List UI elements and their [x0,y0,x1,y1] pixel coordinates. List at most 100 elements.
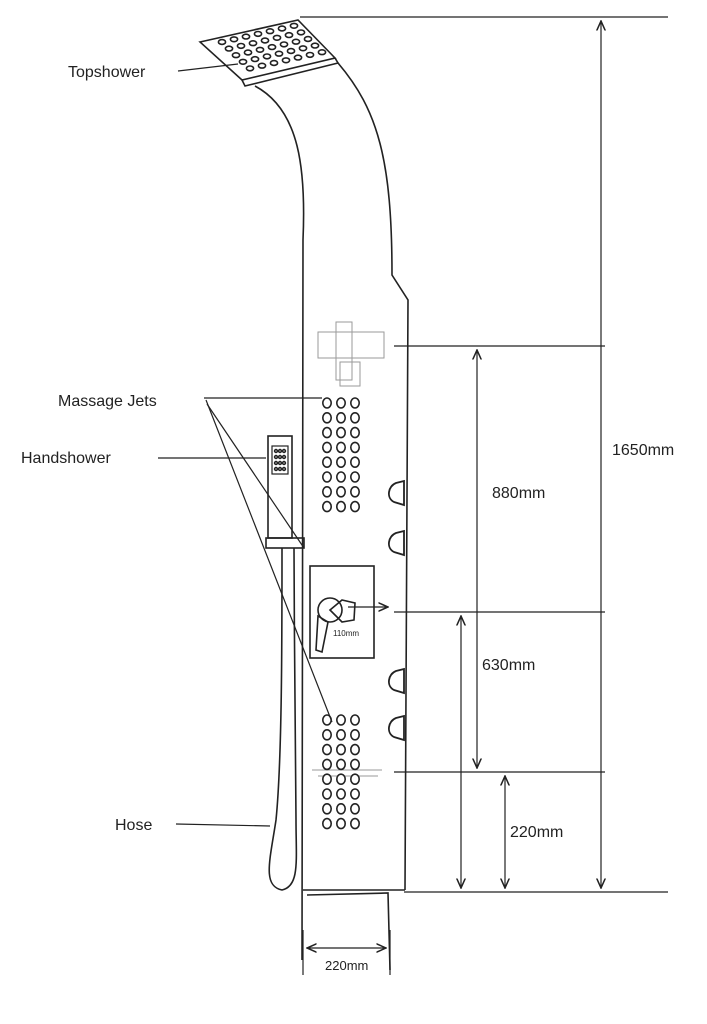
jet-nozzle [349,817,360,830]
topshower-nozzle [267,43,277,51]
topshower-nozzle [248,39,258,47]
body-jet-knob [388,479,405,507]
topshower-nozzle [279,41,289,48]
topshower-nozzle [224,45,234,52]
width-label: 220mm [325,958,368,973]
jet-nozzle [321,411,332,424]
jet-nozzle [349,456,360,469]
jet-nozzle [335,411,346,424]
topshower-nozzle [238,58,248,65]
jet-nozzle [335,758,346,771]
jet-nozzle [349,426,360,439]
topshower-nozzle [241,33,251,40]
bottom-height-label: 220mm [510,824,563,841]
jet-nozzle [321,758,332,771]
jet-nozzle [321,426,332,439]
topshower-nozzle [231,51,241,59]
topshower-nozzle [255,46,265,53]
topshower-nozzle [243,49,253,56]
jet-nozzle [349,471,360,483]
jet-nozzle [335,788,346,800]
jet-nozzle [335,714,346,726]
jet-nozzle [335,485,346,498]
topshower-nozzles [217,22,327,72]
panel-body [254,62,409,971]
topshower-nozzle [253,30,263,38]
jet-nozzle [335,817,346,830]
jet-nozzle [335,441,346,454]
jet-nozzle [321,441,332,454]
jet-nozzle [349,773,360,786]
jet-nozzle [321,397,332,409]
dimension-arrows [307,21,601,948]
massage-jets-label: Massage Jets [58,393,157,410]
topshower-nozzle [291,38,301,45]
body-jet-knob [388,667,405,695]
hose [268,547,298,891]
topshower-nozzle [298,45,308,52]
jet-nozzle [321,743,332,756]
hose-label: Hose [115,817,152,834]
massage-jets-upper [321,397,360,513]
handshower-nozzle [281,454,287,460]
topshower-nozzle [293,54,303,61]
mixer-valve: 110mm [309,565,388,659]
jet-nozzle [349,397,360,409]
handshower-nozzle [273,454,279,460]
jet-nozzle [335,456,346,469]
topshower-nozzle [281,57,291,64]
topshower-nozzle [286,47,296,55]
topshower-nozzle [236,42,246,50]
topshower-nozzle [289,22,299,29]
jet-nozzle [321,817,332,830]
topshower-nozzle [284,31,294,39]
jet-nozzle [321,485,332,498]
handshower-nozzle [273,460,279,466]
topshower-nozzle [262,53,272,60]
handshower-nozzle [273,448,279,454]
handshower [265,435,305,549]
topshower-nozzle [303,35,313,43]
handshower-nozzle [281,466,287,472]
jet-nozzle [349,788,360,800]
jet-nozzle [335,773,346,786]
body-jet-knobs [388,479,405,742]
jet-nozzle [335,743,346,756]
topshower-nozzle [217,38,227,46]
topshower-nozzle [265,28,275,35]
handshower-nozzle [277,466,283,472]
topshower-nozzle [245,65,255,72]
leader-lines [158,63,333,827]
jet-nozzle [321,500,332,513]
handshower-nozzle [277,460,283,466]
topshower-nozzle [305,51,315,59]
jet-nozzle [335,500,346,513]
jet-nozzle [349,485,360,498]
handshower-nozzle [277,448,283,454]
topshower-nozzle [310,42,320,49]
topshower-head [198,19,340,87]
handshower-nozzle [277,454,283,460]
topshower-nozzle [277,25,287,32]
jet-nozzle [321,456,332,469]
jet-nozzle [321,773,332,786]
jet-nozzle [335,426,346,439]
topshower-nozzle [260,37,270,44]
topshower-nozzle [269,59,279,67]
jet-nozzle [321,728,332,741]
valve-depth-label: 110mm [333,629,359,638]
handshower-nozzles [273,448,287,472]
topshower-nozzle [296,29,306,36]
topshower-nozzle [272,34,282,41]
topshower-nozzle [274,50,284,57]
body-jet-knob [388,714,405,742]
jet-nozzle [349,743,360,756]
handshower-nozzle [273,466,279,472]
jet-nozzle [349,728,360,741]
jet-nozzle [349,441,360,454]
handshower-nozzle [281,448,287,454]
jet-nozzle [321,788,332,800]
handshower-nozzle [281,460,287,466]
jet-nozzle [349,500,360,513]
